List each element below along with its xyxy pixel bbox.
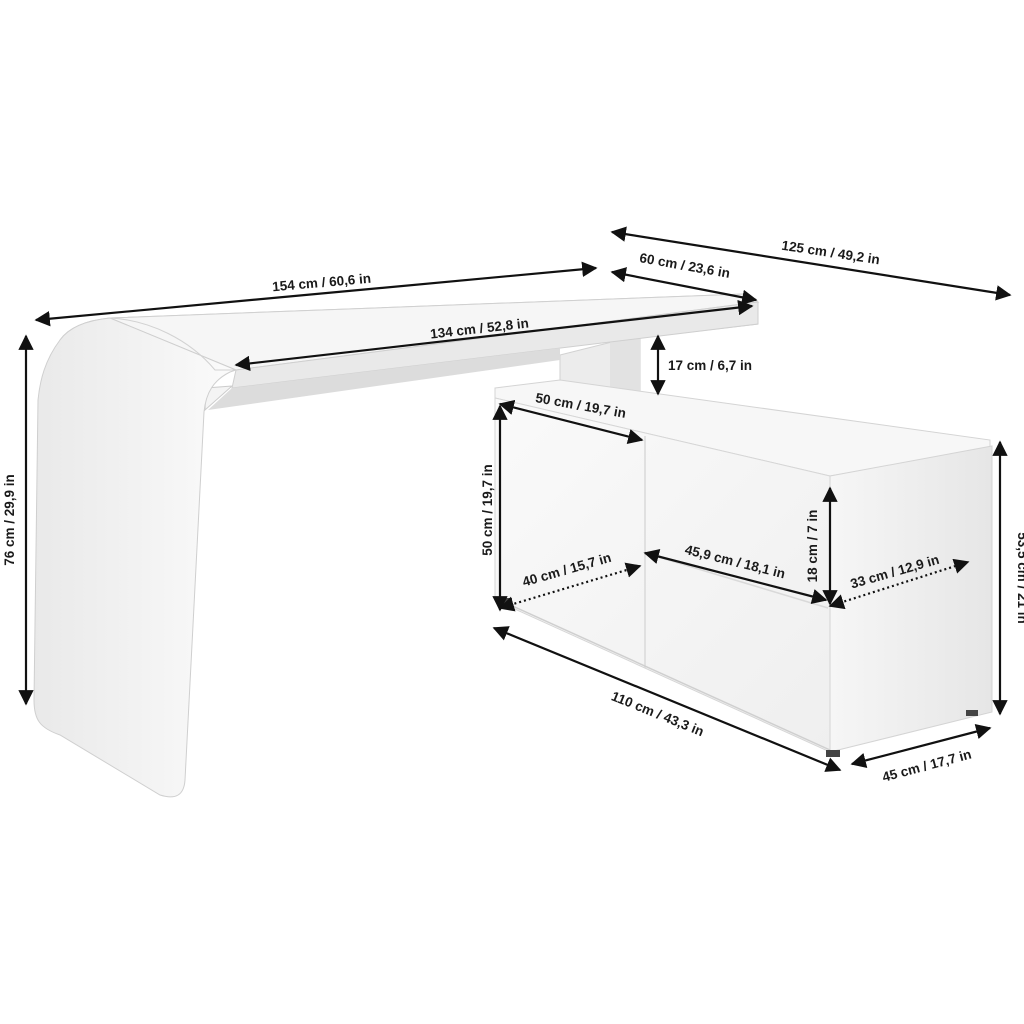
dim-arrow-inner-width	[234, 299, 754, 372]
cabinet-foot	[826, 750, 840, 757]
dim-arrow-corner-length	[610, 226, 1012, 301]
label-top-depth: 60 cm / 23,6 in	[638, 250, 731, 281]
label-drawer-height: 18 cm / 7 in	[805, 510, 820, 583]
dim-arrow-cabinet-inner-depth	[498, 562, 642, 612]
cabinet-foot	[500, 598, 512, 604]
desk-leg	[33, 317, 238, 798]
label-riser-height: 17 cm / 6,7 in	[668, 358, 752, 373]
label-cabinet-inner-height: 50 cm / 19,7 in	[480, 464, 495, 556]
dim-arrow-total-width	[34, 261, 598, 327]
label-corner-length: 125 cm / 49,2 in	[781, 238, 881, 267]
dim-arrow-cabinet-length	[492, 626, 842, 772]
cabinet-foot	[966, 710, 978, 716]
dim-arrow-top-depth	[610, 267, 758, 305]
dimension-lines	[18, 226, 1012, 772]
dim-arrow-top-section-width	[498, 399, 644, 445]
dim-arrow-drawer-width	[643, 549, 828, 604]
desk-illustration	[33, 293, 993, 798]
label-cabinet-height: 53,5 cm / 21 in	[1015, 532, 1024, 624]
label-height: 76 cm / 29,9 in	[2, 474, 17, 566]
dim-arrow-drawer-depth	[828, 558, 970, 610]
dim-arrow-cabinet-depth	[850, 724, 992, 768]
